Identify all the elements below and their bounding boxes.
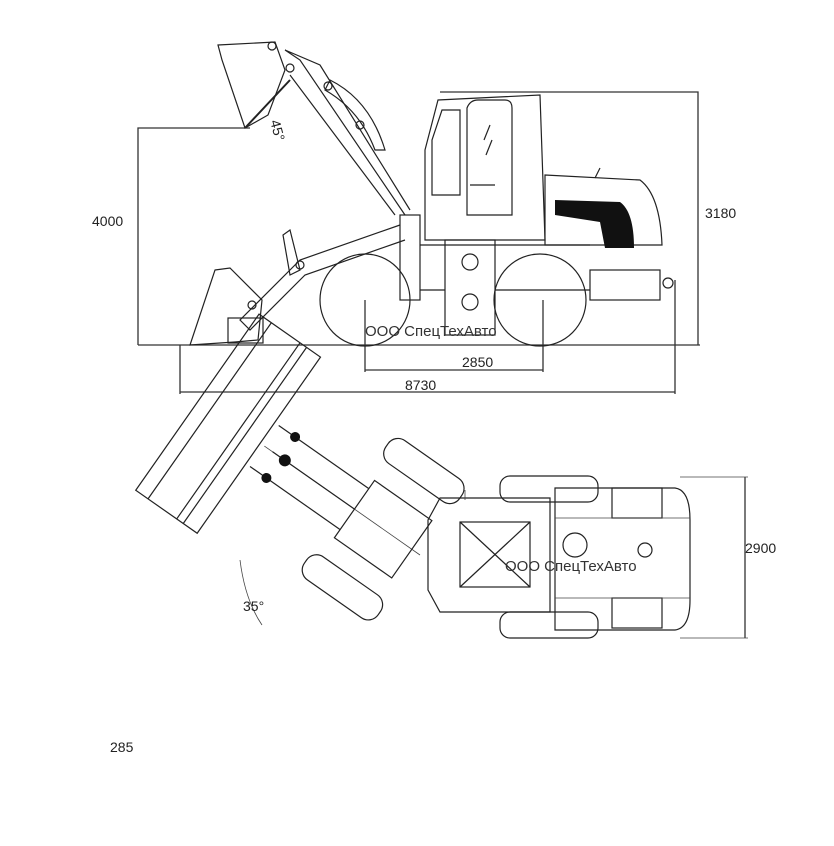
cab-height-label: 3180 [705, 205, 736, 221]
watermark: ООО СпецТехАвто [505, 558, 637, 575]
bucket [134, 313, 322, 535]
watermark: ООО СпецТехАвто [365, 323, 497, 340]
wheelbase-label: 2850 [462, 354, 493, 370]
cab [424, 94, 546, 241]
top-view: 35° 2900 ООО СпецТехАвто 285 [110, 313, 776, 755]
cab-height-dimension [440, 91, 699, 345]
width-label: 2900 [745, 540, 776, 556]
rear-wheel [493, 253, 587, 347]
max-height-label: 4000 [92, 213, 123, 229]
front-frame [134, 313, 465, 621]
front-wheel-right [301, 554, 384, 621]
chassis [399, 214, 661, 336]
lift-angle-label: 45° [267, 118, 288, 143]
rear-frame [499, 475, 691, 639]
width-dimension [680, 476, 748, 639]
overall-length-dimension [179, 280, 676, 394]
engine-hood [544, 167, 674, 289]
max-height-dimension [137, 127, 250, 345]
wheelbase-dimension [364, 300, 544, 372]
boom-raised [217, 41, 411, 216]
front-wheel-left [383, 437, 465, 505]
turning-dimension-label: 285 [110, 739, 134, 755]
overall-length-label: 8730 [405, 377, 436, 393]
boom-lowered [189, 224, 406, 346]
cab-top [427, 490, 551, 613]
steering-arc [239, 559, 263, 626]
side-view: 45° 4000 3180 ООО СпецТехАвто 2850 8730 [92, 41, 736, 394]
steering-angle-label: 35° [243, 598, 264, 614]
